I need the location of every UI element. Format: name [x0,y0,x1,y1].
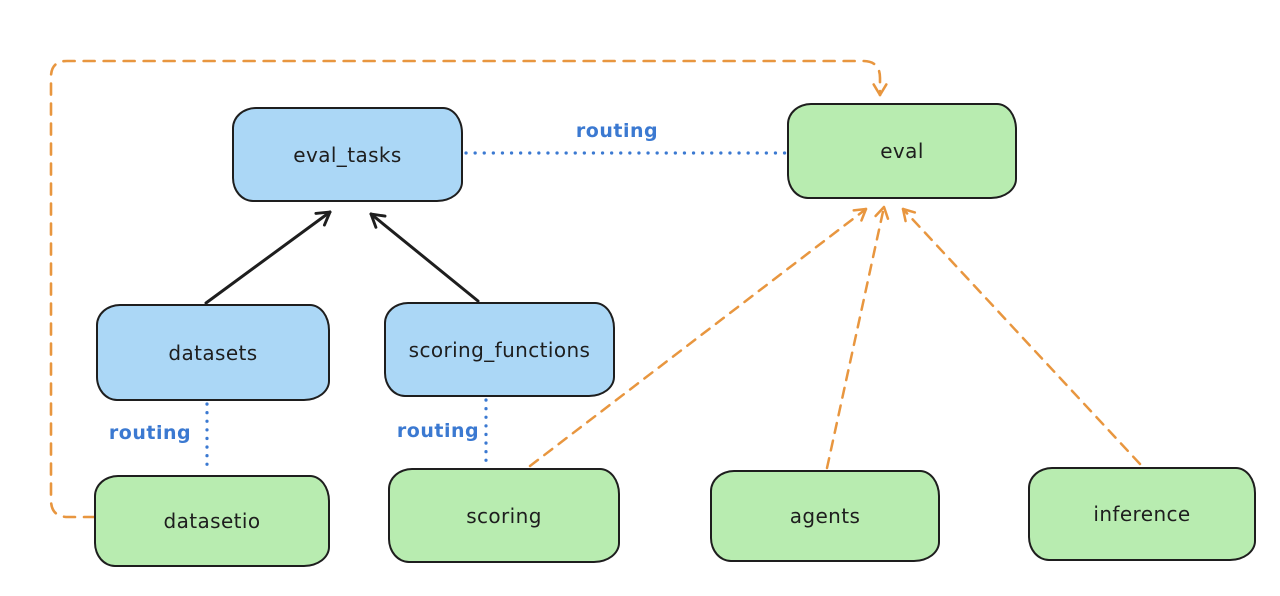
node-datasetio: datasetio [94,475,330,567]
node-inference: inference [1028,467,1256,561]
edge-inference-to-eval [901,207,1142,466]
edge-label-routing-eval-tasks-eval: routing [575,120,659,142]
node-scoring-functions: scoring_functions [384,302,615,397]
edge-datasets-to-eval-tasks [204,210,332,305]
node-inference-label: inference [1093,502,1191,526]
node-scoring: scoring [388,468,620,563]
node-eval-tasks: eval_tasks [232,107,463,202]
node-eval-label: eval [880,139,924,163]
node-agents: agents [710,470,940,562]
edge-label-routing-scoring-functions-scoring: routing [396,420,480,442]
edge-scoring-functions-to-eval-tasks [369,212,480,303]
edge-label-routing-datasets-datasetio: routing [108,422,192,444]
node-agents-label: agents [789,504,861,528]
node-eval: eval [787,103,1017,199]
edge-datasetio-to-eval-loop [49,59,888,519]
edge-agents-to-eval [825,205,890,470]
edge-scoring-to-eval [528,207,868,468]
node-datasets-label: datasets [168,340,258,365]
node-scoring-label: scoring [466,503,542,528]
node-datasets: datasets [96,304,330,401]
node-scoring-functions-label: scoring_functions [408,337,591,362]
node-datasetio-label: datasetio [163,509,261,533]
node-eval-tasks-label: eval_tasks [293,142,402,167]
